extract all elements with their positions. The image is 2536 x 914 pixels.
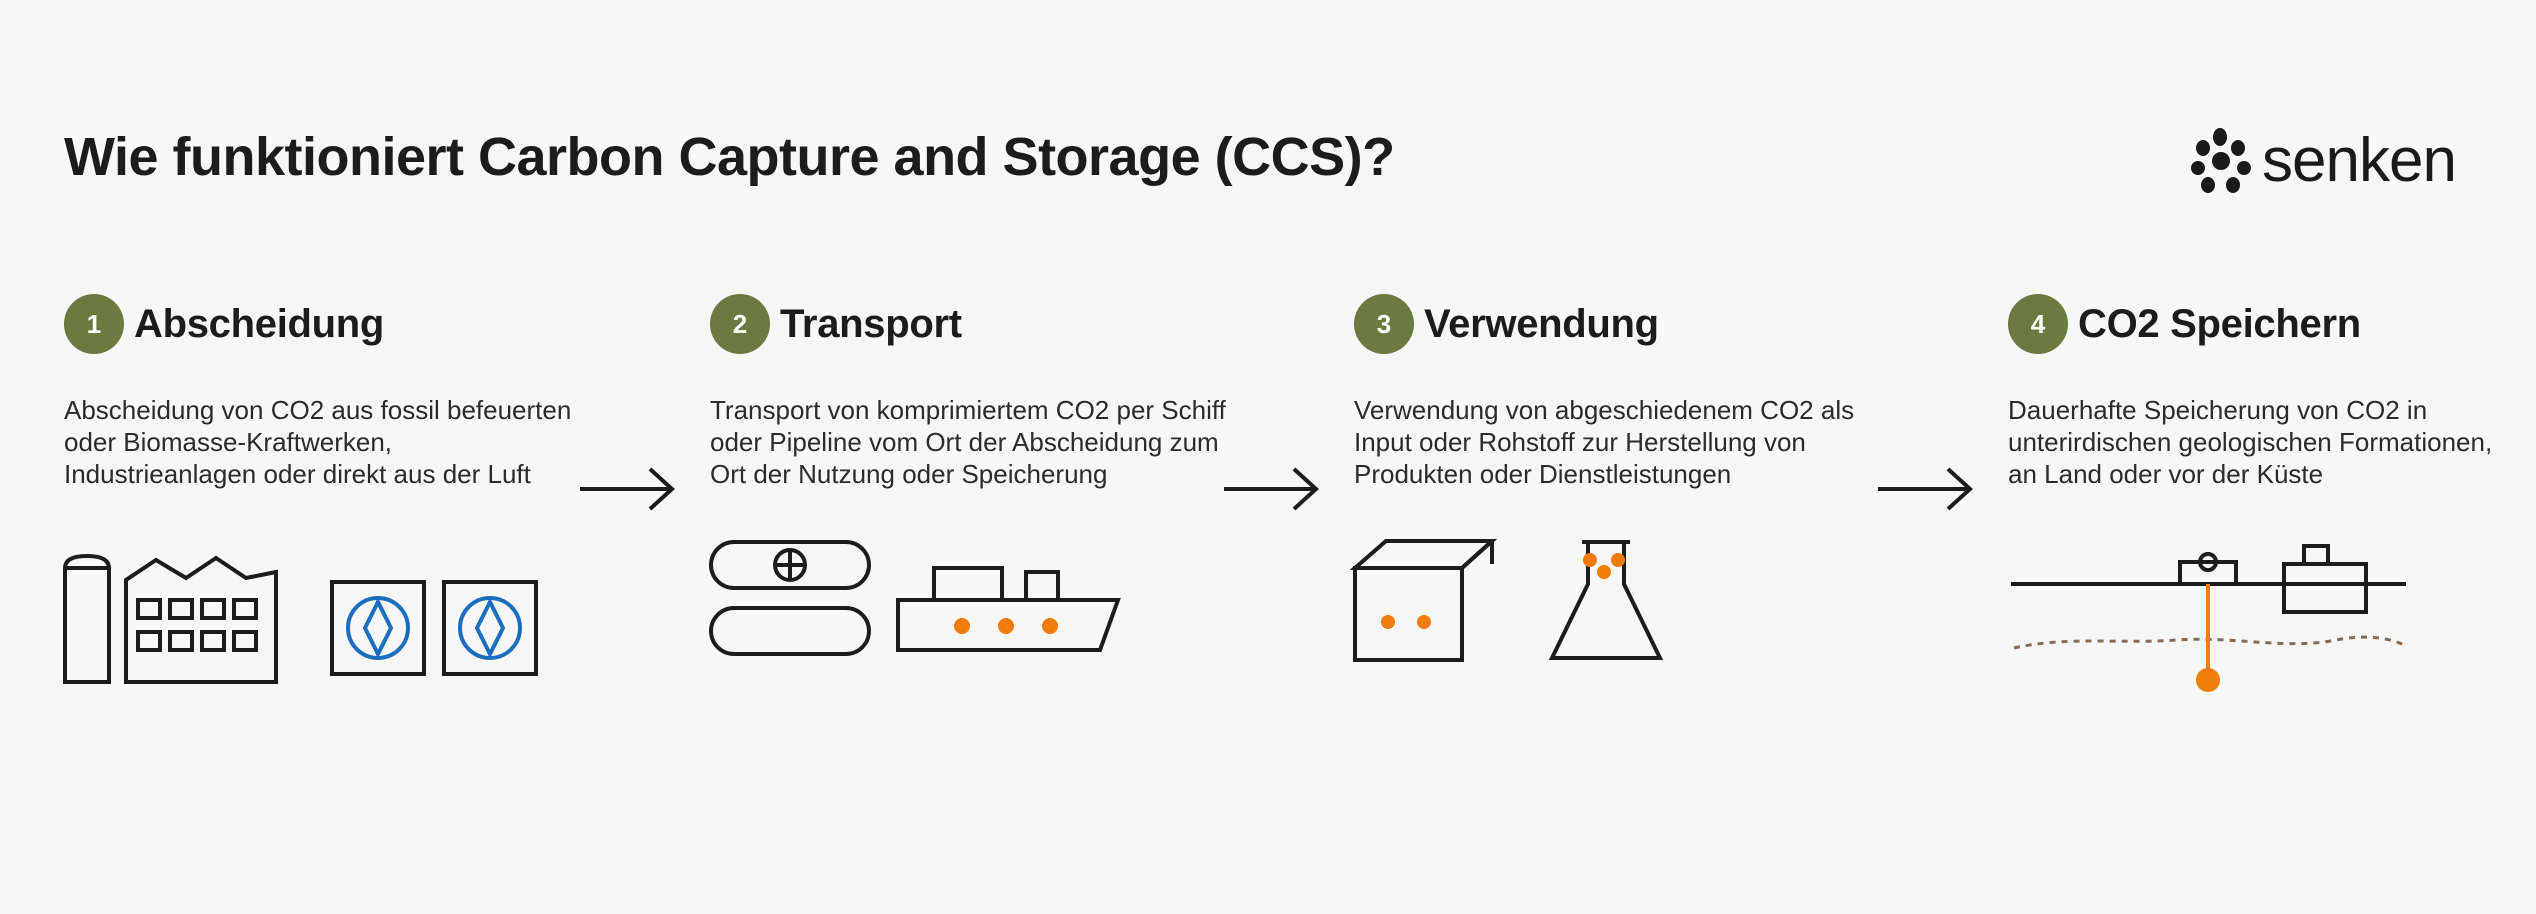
step-number-badge: 3 bbox=[1354, 294, 1414, 354]
factory-with-air-capture-icon bbox=[63, 553, 538, 684]
senken-logo: senken bbox=[2190, 126, 2457, 196]
step-co2-speichern: 4 CO2 Speichern Dauerhafte Speicherung v… bbox=[2008, 294, 2536, 490]
pipeline-and-ship-icon bbox=[709, 540, 1121, 656]
underground-storage-icon bbox=[2011, 544, 2407, 692]
step-abscheidung: 1 Abscheidung Abscheidung von CO2 aus fo… bbox=[64, 294, 624, 490]
step-number-badge: 4 bbox=[2008, 294, 2068, 354]
step-number-badge: 1 bbox=[64, 294, 124, 354]
logo-wordmark: senken bbox=[2262, 126, 2457, 195]
step-transport: 2 Transport Transport von komprimiertem … bbox=[710, 294, 1270, 490]
arrow-right-icon bbox=[580, 467, 675, 511]
step-title: Abscheidung bbox=[134, 301, 385, 346]
step-title: Transport bbox=[780, 301, 962, 346]
step-title: Verwendung bbox=[1424, 301, 1659, 346]
paw-logo-icon bbox=[2191, 128, 2251, 193]
step-verwendung: 3 Verwendung Verwendung von abgeschieden… bbox=[1354, 294, 1914, 490]
step-description: Transport von komprimiertem CO2 per Schi… bbox=[710, 395, 1226, 489]
step-description: Abscheidung von CO2 aus fossil befeuerte… bbox=[64, 395, 572, 489]
step-number-badge: 2 bbox=[710, 294, 770, 354]
step-description: Dauerhafte Speicherung von CO2 in unteri… bbox=[2008, 395, 2493, 489]
arrow-right-icon bbox=[1878, 467, 1973, 511]
step-description: Verwendung von abgeschiedenem CO2 als In… bbox=[1354, 395, 1855, 489]
step-title: CO2 Speichern bbox=[2078, 301, 2361, 346]
page-title: Wie funktioniert Carbon Capture and Stor… bbox=[64, 127, 1395, 187]
box-and-flask-icon bbox=[1350, 539, 1664, 662]
arrow-right-icon bbox=[1224, 467, 1319, 511]
